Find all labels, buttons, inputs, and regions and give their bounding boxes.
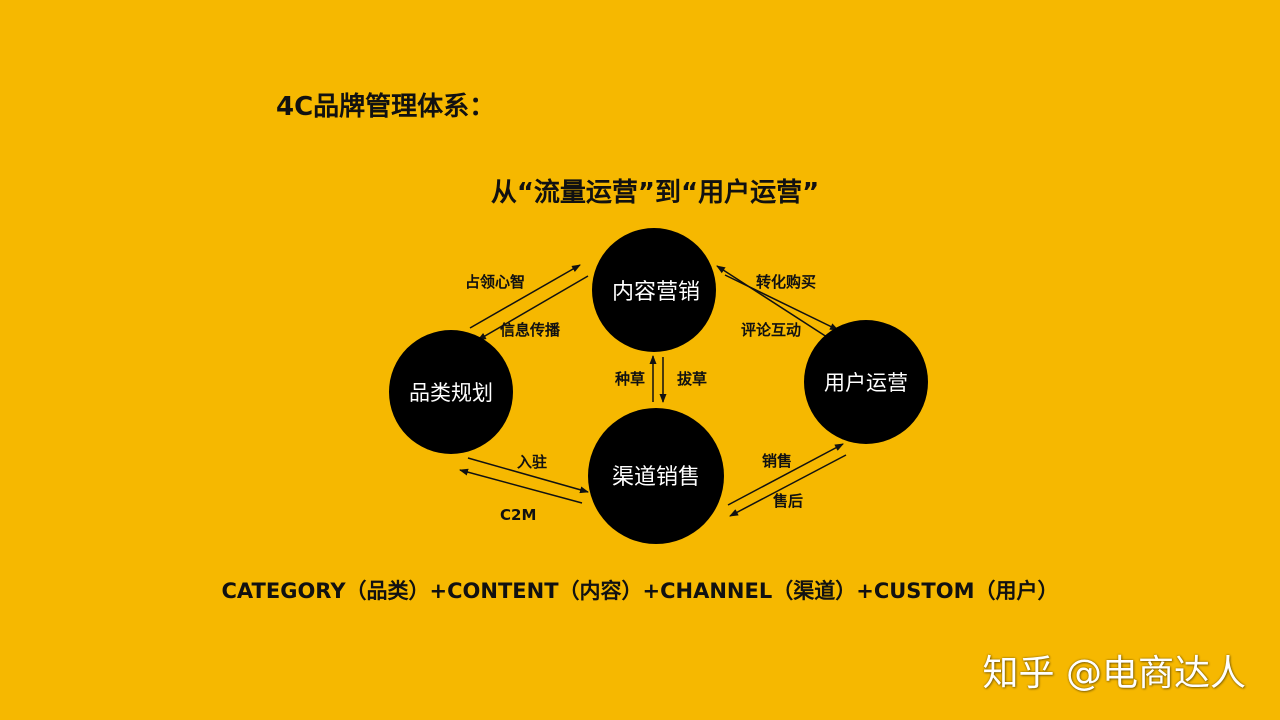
node-user-label: 用户运营 [824,371,908,395]
edge-label-review: 评论互动 [741,321,801,339]
edge-label-mindshare: 占领心智 [465,273,525,291]
edge-label-plant: 种草 [614,370,645,388]
edge-label-after-sales: 售后 [773,492,803,510]
edge-label-settle: 入驻 [517,453,547,471]
node-category: 品类规划 [389,330,513,454]
arrow-channel-to-user [727,443,844,506]
arrow-category-to-channel [467,457,589,494]
edge-label-c2m: C2M [500,506,536,524]
edge-label-conversion: 转化购买 [756,273,816,291]
watermark: 知乎 @电商达人 [982,653,1246,694]
arrow-category-to-content [469,264,581,329]
node-content: 内容营销 [592,228,716,352]
page-subtitle: 从“流量运营”到“用户运营” [490,178,820,208]
edge-label-pull: 拔草 [677,370,707,388]
node-channel: 渠道销售 [588,408,724,544]
node-category-label: 品类规划 [409,381,493,405]
node-user: 用户运营 [804,320,928,444]
node-content-label: 内容营销 [612,280,700,305]
edge-label-info-spread: 信息传播 [500,321,561,339]
arrow-user-to-content [716,265,831,340]
page-title: 4C品牌管理体系： [276,92,496,122]
arrow-channel-to-category [459,468,583,504]
arrow-content-to-category [477,275,589,341]
node-channel-label: 渠道销售 [612,465,700,490]
footer-formula: CATEGORY（品类）+CONTENT（内容）+CHANNEL（渠道）+CUS… [221,579,1059,603]
edge-label-sales: 销售 [762,452,792,470]
arrow-user-to-channel [729,454,847,517]
